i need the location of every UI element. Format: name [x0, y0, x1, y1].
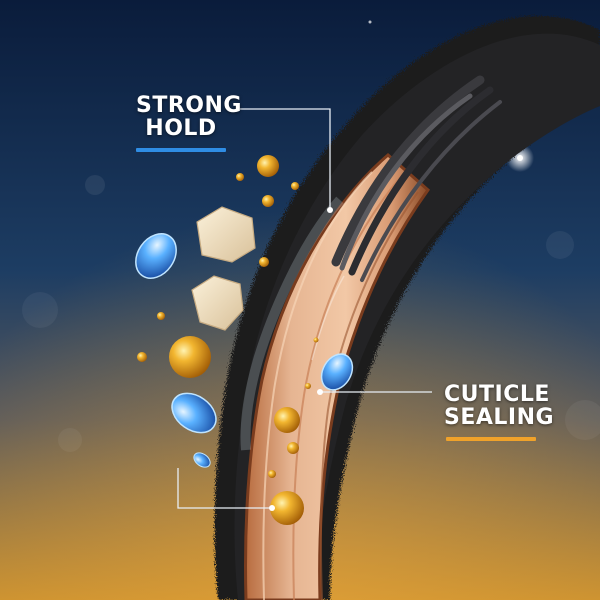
- oil-droplet-icon: [157, 312, 165, 320]
- cuticle-seal-film: [240, 196, 344, 451]
- water-capsule-icon: [193, 452, 211, 468]
- water-capsule-icon: [171, 392, 217, 434]
- cuticle-sealing-line-1: CUTICLE: [444, 382, 550, 407]
- oil-droplet-icon: [169, 336, 211, 378]
- oil-droplet-icon: [274, 407, 300, 433]
- oil-droplet-icon: [137, 352, 147, 362]
- callout-leader-lines: [177, 108, 432, 509]
- leader-endpoint: [269, 505, 275, 511]
- oil-droplet-icon: [287, 442, 299, 454]
- leader-endpoint: [327, 207, 333, 213]
- hair-fiber-bundle: [331, 75, 502, 282]
- leader-endpoint: [317, 389, 323, 395]
- oil-droplet-icon: [257, 155, 279, 177]
- strong-hold-line-1: STRONG: [136, 93, 242, 118]
- cuticle-sealing-line-2: SEALING: [444, 405, 555, 431]
- oil-droplet-icon: [236, 173, 244, 181]
- cuticle-sealing-underline: [446, 437, 536, 441]
- bokeh-lights: [22, 175, 600, 452]
- butter-chunk-icon: [196, 206, 256, 263]
- oil-droplet-icon: [313, 337, 319, 343]
- butter-chunks: [191, 206, 256, 331]
- strong-hold-leader-line: [240, 108, 331, 210]
- oil-droplets: [137, 155, 319, 525]
- oil-droplet-icon: [270, 491, 304, 525]
- oil-droplet-icon: [259, 257, 269, 267]
- oil-droplet-icon: [268, 470, 276, 478]
- oil-droplet-icon: [262, 195, 274, 207]
- oil-leader-line: [177, 468, 272, 509]
- butter-chunk-icon: [191, 275, 244, 331]
- oil-droplet-icon: [305, 383, 311, 389]
- star-dot: [368, 20, 372, 24]
- strong-hold-line-2: HOLD: [145, 116, 217, 142]
- cuticle-sealing-label: CUTICLE SEALING: [444, 383, 554, 429]
- water-capsule-icon: [135, 233, 177, 279]
- oil-droplet-icon: [291, 182, 299, 190]
- strong-hold-label: STRONG HOLD: [136, 93, 242, 142]
- water-capsule-icon: [320, 353, 354, 391]
- water-capsules: [135, 233, 354, 468]
- strong-hold-underline: [136, 148, 226, 152]
